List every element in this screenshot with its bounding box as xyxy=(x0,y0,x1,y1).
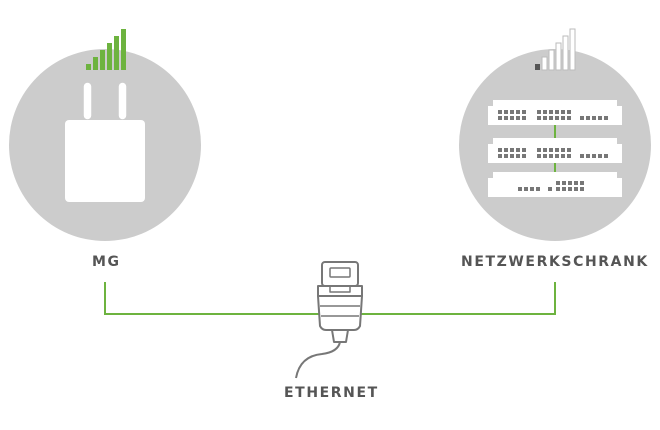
rack-unit-3 xyxy=(488,172,622,197)
ethernet-plug-icon xyxy=(295,261,363,379)
network-rack-icon xyxy=(488,100,622,197)
cabinet-node xyxy=(459,28,651,241)
rack-unit-2 xyxy=(488,138,622,163)
mg-label: MG xyxy=(92,254,121,270)
rack-unit-1 xyxy=(488,100,622,125)
signal-strength-strong-icon xyxy=(86,29,126,70)
mg-node xyxy=(9,29,201,241)
ethernet-label: ETHERNET xyxy=(284,385,379,401)
router-device-icon xyxy=(65,81,145,202)
network-cabinet-label: NETZWERKSCHRANK xyxy=(461,254,649,270)
signal-strength-weak-icon xyxy=(535,28,576,71)
